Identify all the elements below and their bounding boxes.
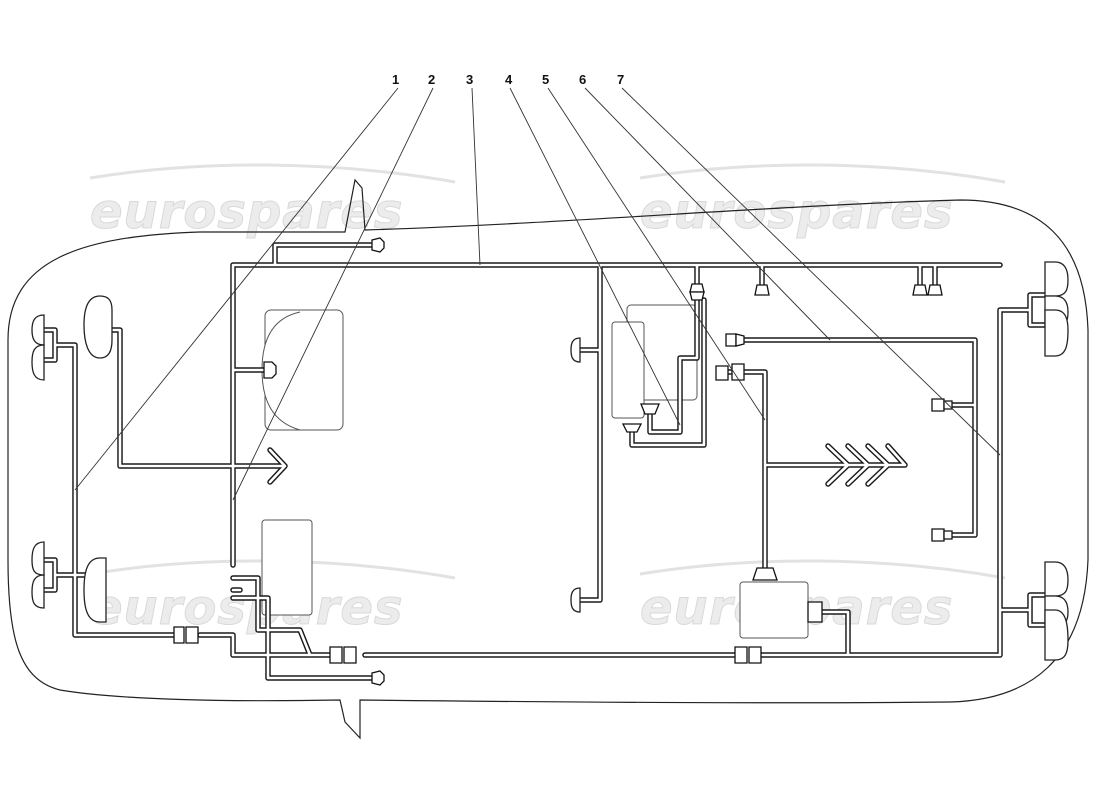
- sensor-plug-icon: [943, 530, 953, 540]
- connector-icon: [329, 646, 343, 664]
- connector-icon: [927, 284, 943, 296]
- watermark-text: eurospares: [90, 580, 404, 636]
- leader-line-7: [621, 87, 1001, 456]
- front-lamp-icon: [83, 557, 107, 623]
- connector-icon: [263, 361, 277, 379]
- front-lamp-icon: [31, 574, 45, 609]
- connector-icon: [731, 363, 745, 381]
- connector-icon: [185, 626, 199, 644]
- harness-inner: [40, 243, 1047, 680]
- side-lamp-icon: [570, 337, 581, 363]
- watermark-text: eurospares: [90, 184, 404, 240]
- connector-icon: [754, 284, 770, 296]
- callout-6: 6: [579, 72, 586, 87]
- leader-line-6: [584, 87, 831, 341]
- callout-5: 5: [542, 72, 549, 87]
- sensor-plug-icon: [931, 398, 945, 412]
- connector-icon: [371, 237, 385, 253]
- rear-lamp-icon: [1044, 561, 1069, 597]
- callout-1: 1: [392, 72, 399, 87]
- leader-line-2: [232, 87, 434, 501]
- control-unit-panel: [261, 519, 313, 616]
- leader-line-1: [74, 87, 399, 491]
- watermark-swoosh: [639, 163, 1006, 184]
- connector-icon: [912, 284, 928, 296]
- leader-lines: [74, 87, 1001, 501]
- connector-icon: [621, 423, 643, 433]
- connector-icon: [343, 646, 357, 664]
- wiring-harness: [39, 242, 1048, 681]
- connector-icon: [715, 365, 729, 381]
- front-lamp-icon: [31, 541, 45, 576]
- control-unit-panel: [739, 581, 809, 639]
- car-body-outline: [7, 178, 1089, 740]
- connector-icon: [371, 670, 385, 686]
- front-lamp-icon: [31, 314, 45, 346]
- connector-icon: [725, 333, 737, 347]
- leader-line-3: [471, 87, 481, 266]
- connector-icon: [689, 291, 705, 301]
- leader-line-5: [547, 87, 766, 421]
- sensor-plug-icon: [931, 528, 945, 542]
- connector-icon: [734, 646, 748, 664]
- connector-icon: [689, 283, 705, 293]
- callout-3: 3: [466, 72, 473, 87]
- lamp-group: [31, 261, 1069, 661]
- front-lamp-icon: [83, 295, 113, 359]
- rear-lamp-icon: [1044, 609, 1069, 661]
- connector-icon: [748, 646, 762, 664]
- callout-7: 7: [617, 72, 624, 87]
- watermark-group: eurospares eurospares eurospares eurospa…: [89, 163, 1006, 637]
- connector-icon: [173, 626, 185, 644]
- leader-line-4: [509, 87, 681, 426]
- connector-icon: [640, 403, 660, 415]
- callout-4: 4: [505, 72, 513, 87]
- watermark-swoosh: [89, 163, 456, 184]
- rear-lamp-icon: [1044, 261, 1069, 297]
- connector-icon: [752, 567, 778, 581]
- connector-icon: [807, 601, 823, 623]
- callout-labels: 1 2 3 4 5 6 7: [392, 72, 624, 87]
- watermark-text: eurospares: [640, 184, 954, 240]
- front-lamp-icon: [31, 344, 45, 381]
- callout-2: 2: [428, 72, 435, 87]
- control-unit-panel: [611, 321, 645, 419]
- connector-icon: [735, 333, 745, 347]
- watermark-swoosh: [639, 559, 1006, 580]
- rear-lamp-icon: [1044, 309, 1069, 357]
- side-lamp-icon: [570, 587, 581, 613]
